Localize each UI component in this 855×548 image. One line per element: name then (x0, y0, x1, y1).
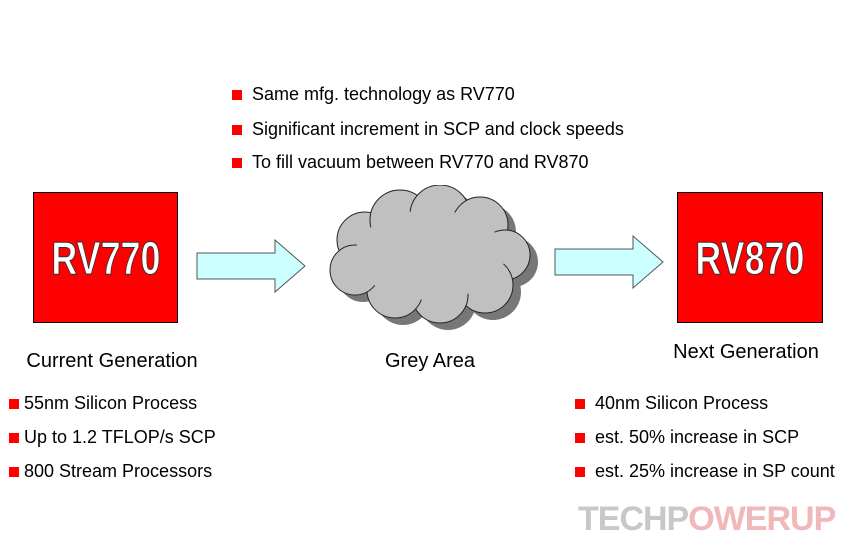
next-bullet: est. 25% increase in SP count (575, 461, 835, 482)
rv870-chip: RV870 (677, 192, 823, 323)
current-bullet: 800 Stream Processors (9, 461, 212, 482)
rv770-chip: RV770 (33, 192, 178, 323)
next-generation-label: Next Generation (673, 341, 819, 363)
next-bullet: 40nm Silicon Process (575, 393, 768, 414)
current-bullet: Up to 1.2 TFLOP/s SCP (9, 427, 216, 448)
watermark-logo: TECHPOWERUP (578, 500, 836, 538)
next-bullet: est. 50% increase in SCP (575, 427, 799, 448)
top-bullet: To fill vacuum between RV770 and RV870 (232, 152, 589, 173)
current-bullet: 55nm Silicon Process (9, 393, 197, 414)
top-bullet: Same mfg. technology as RV770 (232, 84, 515, 105)
arrow-right-icon (554, 234, 664, 290)
arrow-right-icon (196, 238, 306, 294)
current-generation-label: Current Generation (26, 350, 198, 372)
top-bullet: Significant increment in SCP and clock s… (232, 119, 624, 140)
grey-area-label: Grey Area (384, 350, 476, 372)
cloud-icon (329, 185, 538, 330)
